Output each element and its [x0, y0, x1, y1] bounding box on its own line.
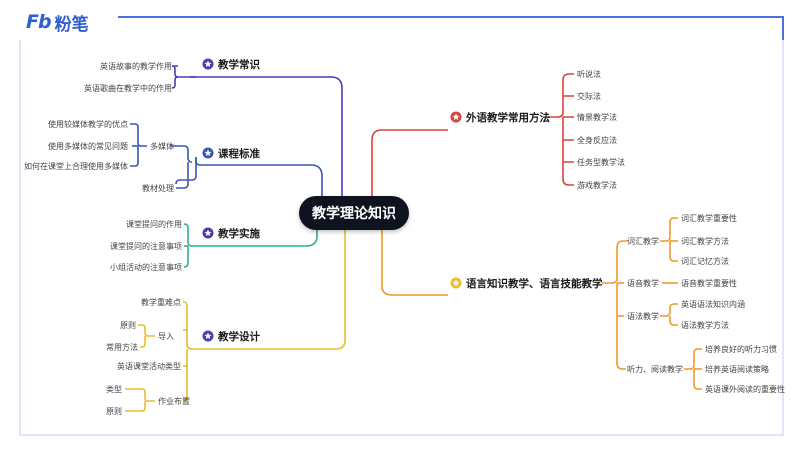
sub-node: 听力、阅读教学	[627, 364, 683, 374]
leaf-node: 交际法	[577, 91, 601, 101]
leaf-node: 使用较媒体教学的优点	[48, 119, 128, 129]
leaf-node: 如何在课堂上合理使用多媒体	[24, 161, 128, 171]
center-node: 教学理论知识	[299, 196, 409, 230]
branch-title-b5: 外语教学常用方法	[465, 111, 550, 124]
leaf-node: 词汇教学方法	[681, 236, 729, 246]
star-icon	[202, 227, 214, 239]
leaf-node: 语法教学方法	[681, 320, 729, 330]
leaf-node: 课堂提问的注意事项	[110, 241, 182, 251]
leaf-node: 游戏教学法	[577, 180, 617, 190]
branch-title-b1: 教学常识	[217, 58, 260, 71]
leaf-node: 任务型教学法	[577, 157, 625, 167]
branch-title-b4: 教学设计	[217, 330, 260, 343]
sub-node: 语法教学	[627, 311, 659, 321]
sub-node: 词汇教学	[627, 236, 659, 246]
branch-title-b6: 语言知识教学、语言技能教学	[466, 277, 603, 290]
branch-lines	[125, 65, 702, 412]
leaf-node: 词汇记忆方法	[681, 256, 729, 266]
leaf-node: 词汇教学重要性	[681, 213, 737, 223]
brand-name: 粉笔	[54, 14, 89, 35]
sub-node: 多媒体	[150, 141, 174, 151]
leaf-node: 小组活动的注意事项	[110, 262, 182, 272]
star-icon	[202, 330, 214, 342]
branch-icons	[202, 58, 462, 342]
leaf-node: 教材处理	[142, 183, 174, 193]
leaf-node: 类型	[106, 384, 122, 394]
leaf-node: 英语课外阅读的重要性	[705, 384, 785, 394]
leaf-node: 教学重难点	[141, 297, 181, 307]
leaf-node: 英语故事的教学作用	[100, 61, 172, 71]
leaf-node: 培养英语阅读策略	[705, 364, 769, 374]
branch-title-b2: 课程标准	[218, 147, 260, 160]
sub-node: 语音教学	[627, 278, 659, 288]
center-node-label: 教学理论知识	[312, 206, 396, 222]
sub-node: 导入	[158, 332, 174, 341]
leaf-node: 英语语法知识内涵	[681, 299, 745, 309]
brand-mark: Fb	[26, 11, 52, 33]
star-icon	[450, 111, 462, 123]
leaf-node: 语音教学重要性	[681, 278, 737, 288]
leaf-node: 原则	[106, 406, 122, 416]
star-icon	[202, 58, 214, 70]
leaf-node: 使用多媒体的常见问题	[48, 141, 128, 151]
star-icon	[202, 147, 214, 159]
leaf-node: 培养良好的听力习惯	[705, 344, 777, 354]
leaf-node: 常用方法	[106, 342, 138, 352]
leaf-node: 课堂提问的作用	[126, 219, 182, 229]
page-frame	[19, 16, 784, 436]
branch-title-b3: 教学实施	[217, 227, 260, 240]
sub-node: 作业布置	[158, 396, 190, 406]
leaf-node: 英语歌曲在教学中的作用	[84, 83, 172, 93]
leaf-node: 情景教学法	[577, 112, 617, 122]
brand-logo: Fb 粉笔	[26, 10, 89, 35]
leaf-node: 听说法	[577, 69, 601, 79]
star-icon	[450, 277, 462, 289]
leaf-node: 英语课堂活动类型	[117, 361, 181, 371]
leaf-node: 全身反应法	[577, 135, 617, 145]
leaf-node: 原则	[120, 320, 136, 330]
